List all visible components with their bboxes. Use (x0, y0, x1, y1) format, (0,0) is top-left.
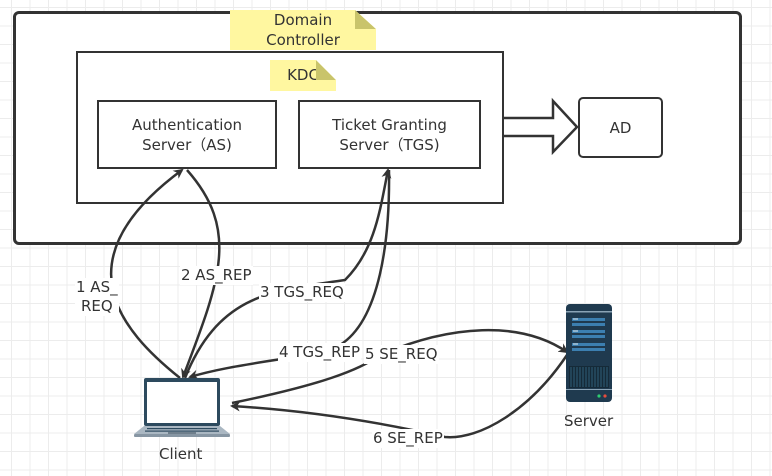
authentication-server-node[interactable]: Authentication Server（AS) (97, 100, 277, 169)
domain-note-line1: Domain (273, 11, 333, 29)
server-node[interactable] (566, 304, 612, 402)
client-node[interactable] (132, 376, 232, 438)
ad-node[interactable]: AD (578, 97, 663, 158)
edge-1-as-req[interactable] (109, 168, 184, 379)
tgs-label-line1: Ticket Granting (332, 115, 447, 134)
kdc-note-label: KDC (287, 66, 319, 84)
ticket-granting-server-node[interactable]: Ticket Granting Server（TGS) (298, 100, 481, 169)
edge-label-1: 1 AS_ REQ (75, 278, 119, 316)
kdc-to-ad-block-arrow[interactable] (504, 97, 579, 156)
tgs-label-line2: Server（TGS) (339, 135, 440, 154)
edge-label-5: 5 SE_REQ (364, 345, 439, 364)
edge-label-1-line1: 1 AS_ (76, 278, 118, 296)
edge-label-4: 4 TGS_REP (278, 343, 362, 362)
edge-5-se-req[interactable] (231, 328, 569, 405)
as-label-line2: Server（AS) (142, 135, 232, 154)
client-label: Client (159, 445, 203, 463)
laptop-icon (134, 378, 230, 437)
as-label-line1: Authentication (131, 115, 243, 134)
edge-label-3: 3 TGS_REQ (259, 283, 345, 302)
edge-label-1-line2: REQ (80, 297, 113, 315)
ad-label: AD (609, 118, 632, 137)
edge-2-as-rep[interactable] (181, 169, 221, 379)
edge-3-tgs-req[interactable] (183, 168, 392, 379)
domain-note-line2: Controller (266, 31, 340, 49)
domain-controller-note[interactable]: Domain Controller (230, 10, 376, 50)
edge-label-2: 2 AS_REP (180, 266, 253, 285)
edge-label-6: 6 SE_REP (372, 429, 444, 448)
edge-6-se-rep[interactable] (230, 354, 569, 439)
server-rack-icon (566, 304, 612, 402)
server-label: Server (564, 412, 614, 430)
